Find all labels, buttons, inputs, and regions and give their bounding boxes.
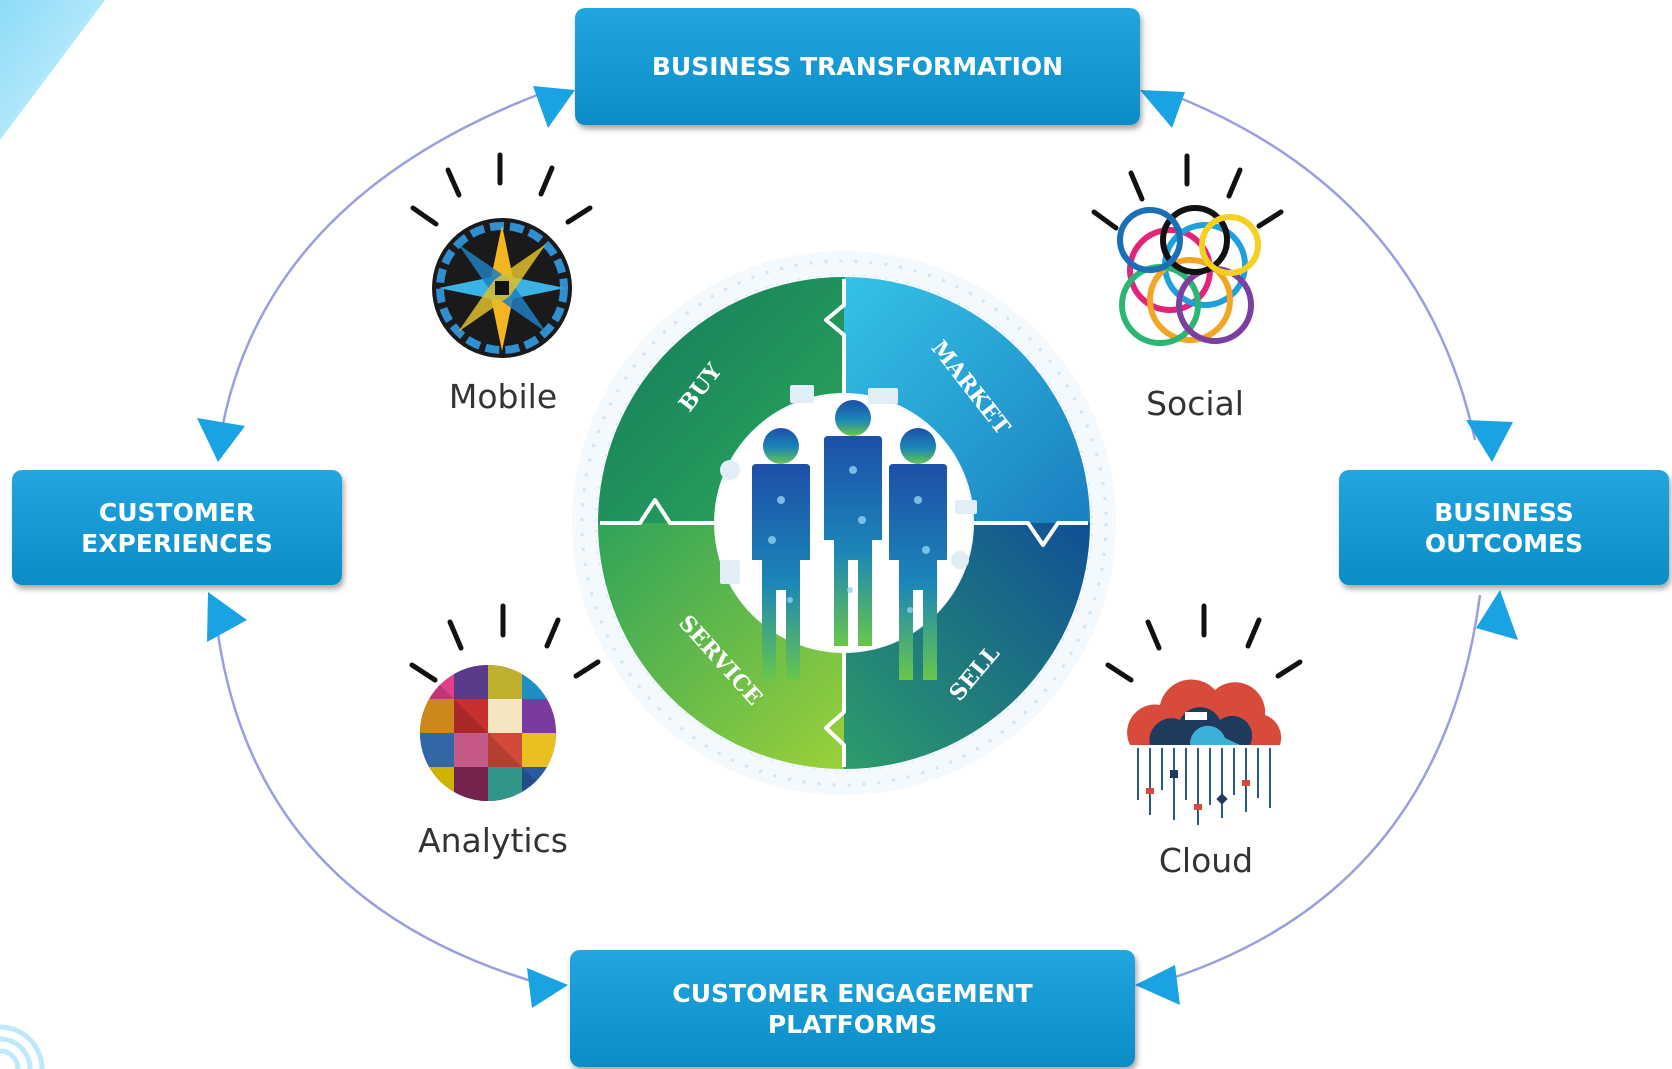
arrowhead-to-business-transformation [533, 86, 575, 128]
customer-engagement-platforms-label: CUSTOMER ENGAGEMENT PLATFORMS [672, 978, 1033, 1039]
tech-label-mobile: Mobile [449, 377, 557, 416]
analytics-icon [409, 603, 601, 801]
social-icon [1091, 153, 1284, 346]
person-left [752, 428, 810, 680]
social-highlight-ticks [1091, 153, 1284, 231]
corner-rings-decoration [0, 1024, 45, 1069]
people-icon [752, 400, 947, 680]
arrowhead-to-engagement-platforms-right [1135, 965, 1180, 1005]
cycle-arrowheads [197, 86, 1518, 1008]
tech-label-cloud: Cloud [1159, 841, 1253, 880]
person-right [889, 428, 947, 680]
arrowhead-from-business-outcomes [1476, 590, 1518, 640]
arrowhead-to-business-transformation-right [1140, 90, 1185, 128]
mobile-icon [410, 152, 593, 358]
customer-engagement-platforms-box: CUSTOMER ENGAGEMENT PLATFORMS [570, 950, 1135, 1067]
background-device-icons [720, 385, 977, 584]
tech-label-social: Social [1146, 384, 1244, 423]
analytics-highlight-ticks [409, 603, 601, 683]
person-center [824, 400, 882, 646]
cloud-icon [1105, 603, 1303, 825]
arrowhead-from-customer-experiences [207, 592, 247, 642]
arrowhead-to-business-outcomes [1466, 420, 1513, 462]
mobile-highlight-ticks [410, 152, 593, 227]
business-outcomes-box: BUSINESS OUTCOMES [1339, 470, 1669, 585]
customer-experiences-label: CUSTOMER EXPERIENCES [81, 497, 273, 558]
wheel-segment-market [844, 277, 1090, 523]
wheel-segment-buy [598, 277, 844, 523]
business-outcomes-label: BUSINESS OUTCOMES [1424, 497, 1584, 558]
sales-cycle-wheel: BUY MARKET SELL SERVICE [572, 251, 1116, 795]
wheel-segment-service [598, 523, 844, 769]
business-transformation-label: BUSINESS TRANSFORMATION [651, 52, 1064, 81]
wheel-segment-sell [844, 523, 1090, 769]
cycle-connectors [213, 90, 1482, 987]
customer-experiences-box: CUSTOMER EXPERIENCES [12, 470, 342, 585]
arrowhead-to-customer-experiences [197, 418, 245, 462]
corner-decoration [0, 0, 105, 140]
cloud-highlight-ticks [1105, 603, 1303, 683]
business-transformation-box: BUSINESS TRANSFORMATION [575, 8, 1140, 125]
tech-label-analytics: Analytics [418, 821, 568, 860]
arrowhead-to-engagement-platforms [527, 968, 568, 1008]
